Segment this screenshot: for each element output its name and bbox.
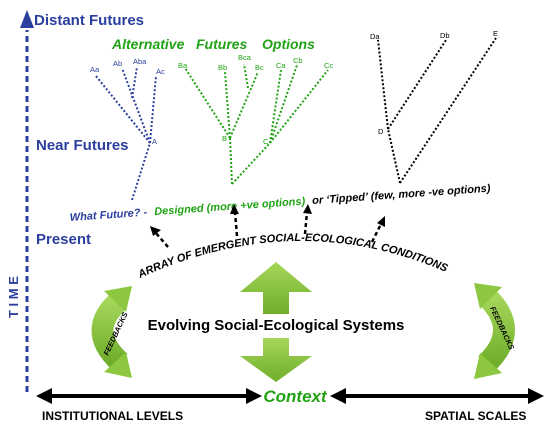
bottom-arrow-mid-left-icon <box>330 388 346 404</box>
what-future-text: What Future? - <box>69 207 148 224</box>
node-c: C <box>263 137 269 146</box>
tree-de <box>377 37 497 184</box>
label-distant-futures: Distant Futures <box>34 12 144 29</box>
heading-alternative: Alternative <box>111 36 185 52</box>
time-axis: T I M E <box>6 10 34 392</box>
heading-futures: Futures <box>196 36 248 52</box>
bottom-arrow-left-icon <box>36 388 52 404</box>
node-d: D <box>378 127 384 136</box>
arc-text-path: ARRAY OF EMERGENT SOCIAL-ECOLOGICAL COND… <box>135 232 450 281</box>
heading-options: Options <box>262 36 315 52</box>
label-present: Present <box>36 231 91 248</box>
node-db: Db <box>440 31 450 40</box>
tree-bc <box>184 63 329 185</box>
center-arrow-down-icon <box>240 338 312 382</box>
node-bca: Bca <box>238 53 252 62</box>
node-ca: Ca <box>276 61 286 70</box>
arrow-head-4-icon <box>377 216 385 227</box>
feedback-left: FEEDBACKS <box>91 286 132 378</box>
node-aa: Aa <box>90 65 100 74</box>
node-bc: Bc <box>255 63 264 72</box>
center-text: Evolving Social-Ecological Systems <box>148 317 405 334</box>
bottom-axis: Context INSTITUTIONAL LEVELS SPATIAL SCA… <box>36 387 544 423</box>
context-label: Context <box>263 387 328 406</box>
node-ba: Ba <box>178 61 188 70</box>
arc-text: ARRAY OF EMERGENT SOCIAL-ECOLOGICAL COND… <box>135 232 450 281</box>
future-line: What Future? - Designed (more +ve option… <box>69 183 491 224</box>
institutional-levels-label: INSTITUTIONAL LEVELS <box>42 409 183 423</box>
feedback-left-head-top-icon <box>104 286 132 312</box>
feedback-right-head-top-icon <box>474 283 502 309</box>
time-arrow-head-icon <box>20 10 34 28</box>
node-cc: Cc <box>324 61 333 70</box>
spatial-scales-label: SPATIAL SCALES <box>425 409 526 423</box>
arrow-head-1-icon <box>150 226 161 236</box>
node-da: Da <box>370 32 380 41</box>
feedback-right: FEEDBACKS <box>474 283 516 379</box>
node-b: B <box>222 134 227 143</box>
node-e: E <box>493 29 498 38</box>
upward-arrows <box>154 211 383 248</box>
center-arrow-up-icon <box>240 262 312 314</box>
bottom-arrow-mid-right-icon <box>246 388 262 404</box>
node-a: A <box>152 137 157 146</box>
node-aba: Aba <box>133 57 147 66</box>
center-arrows <box>240 262 312 382</box>
node-cb: Cb <box>293 56 303 65</box>
feedback-right-head-bottom-icon <box>474 353 502 379</box>
designed-text: Designed (more +ve options) <box>154 196 306 219</box>
feedback-left-head-bottom-icon <box>104 352 132 378</box>
arrow-head-3-icon <box>303 204 312 214</box>
time-axis-label: T I M E <box>6 276 21 318</box>
tipped-text: or ‘Tipped’ (few, more -ve options) <box>312 183 491 207</box>
tree-a <box>95 66 157 201</box>
node-ac: Ac <box>156 67 165 76</box>
node-bb: Bb <box>218 63 227 72</box>
node-ab: Ab <box>113 59 122 68</box>
arrow-head-2-icon <box>230 204 239 214</box>
bottom-arrow-right-icon <box>528 388 544 404</box>
label-near-futures: Near Futures <box>36 137 129 154</box>
